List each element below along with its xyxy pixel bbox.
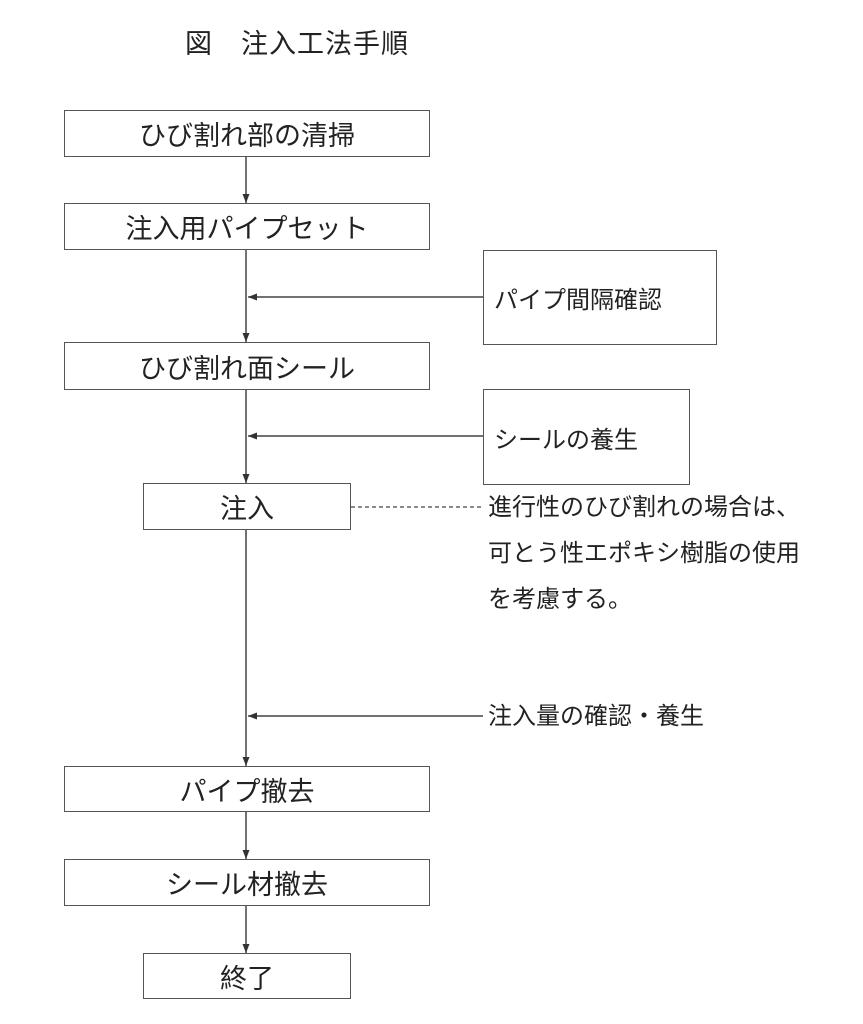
check-injection-volume: 注入量の確認・養生 xyxy=(488,702,704,730)
step-crack-cleaning: ひび割れ部の清掃 xyxy=(64,110,430,157)
note-line: 進行性のひび割れの場合は、 xyxy=(488,493,800,521)
step-remove-seal: シール材撤去 xyxy=(64,859,430,906)
note-line: 可とう性エポキシ樹脂の使用 xyxy=(488,539,800,567)
step-end: 終了 xyxy=(143,953,351,999)
check-seal-curing: シールの養生 xyxy=(483,389,690,485)
injection-note: 進行性のひび割れの場合は、 可とう性エポキシ樹脂の使用 を考慮する。 xyxy=(488,484,800,622)
step-injection: 注入 xyxy=(143,483,351,530)
check-pipe-spacing: パイプ間隔確認 xyxy=(483,250,717,345)
step-crack-seal: ひび割れ面シール xyxy=(64,342,430,390)
step-pipe-set: 注入用パイプセット xyxy=(64,203,430,250)
step-remove-pipe: パイプ撤去 xyxy=(64,766,430,812)
diagram-title: 図 注入工法手順 xyxy=(185,29,409,60)
note-line: を考慮する。 xyxy=(488,585,632,613)
